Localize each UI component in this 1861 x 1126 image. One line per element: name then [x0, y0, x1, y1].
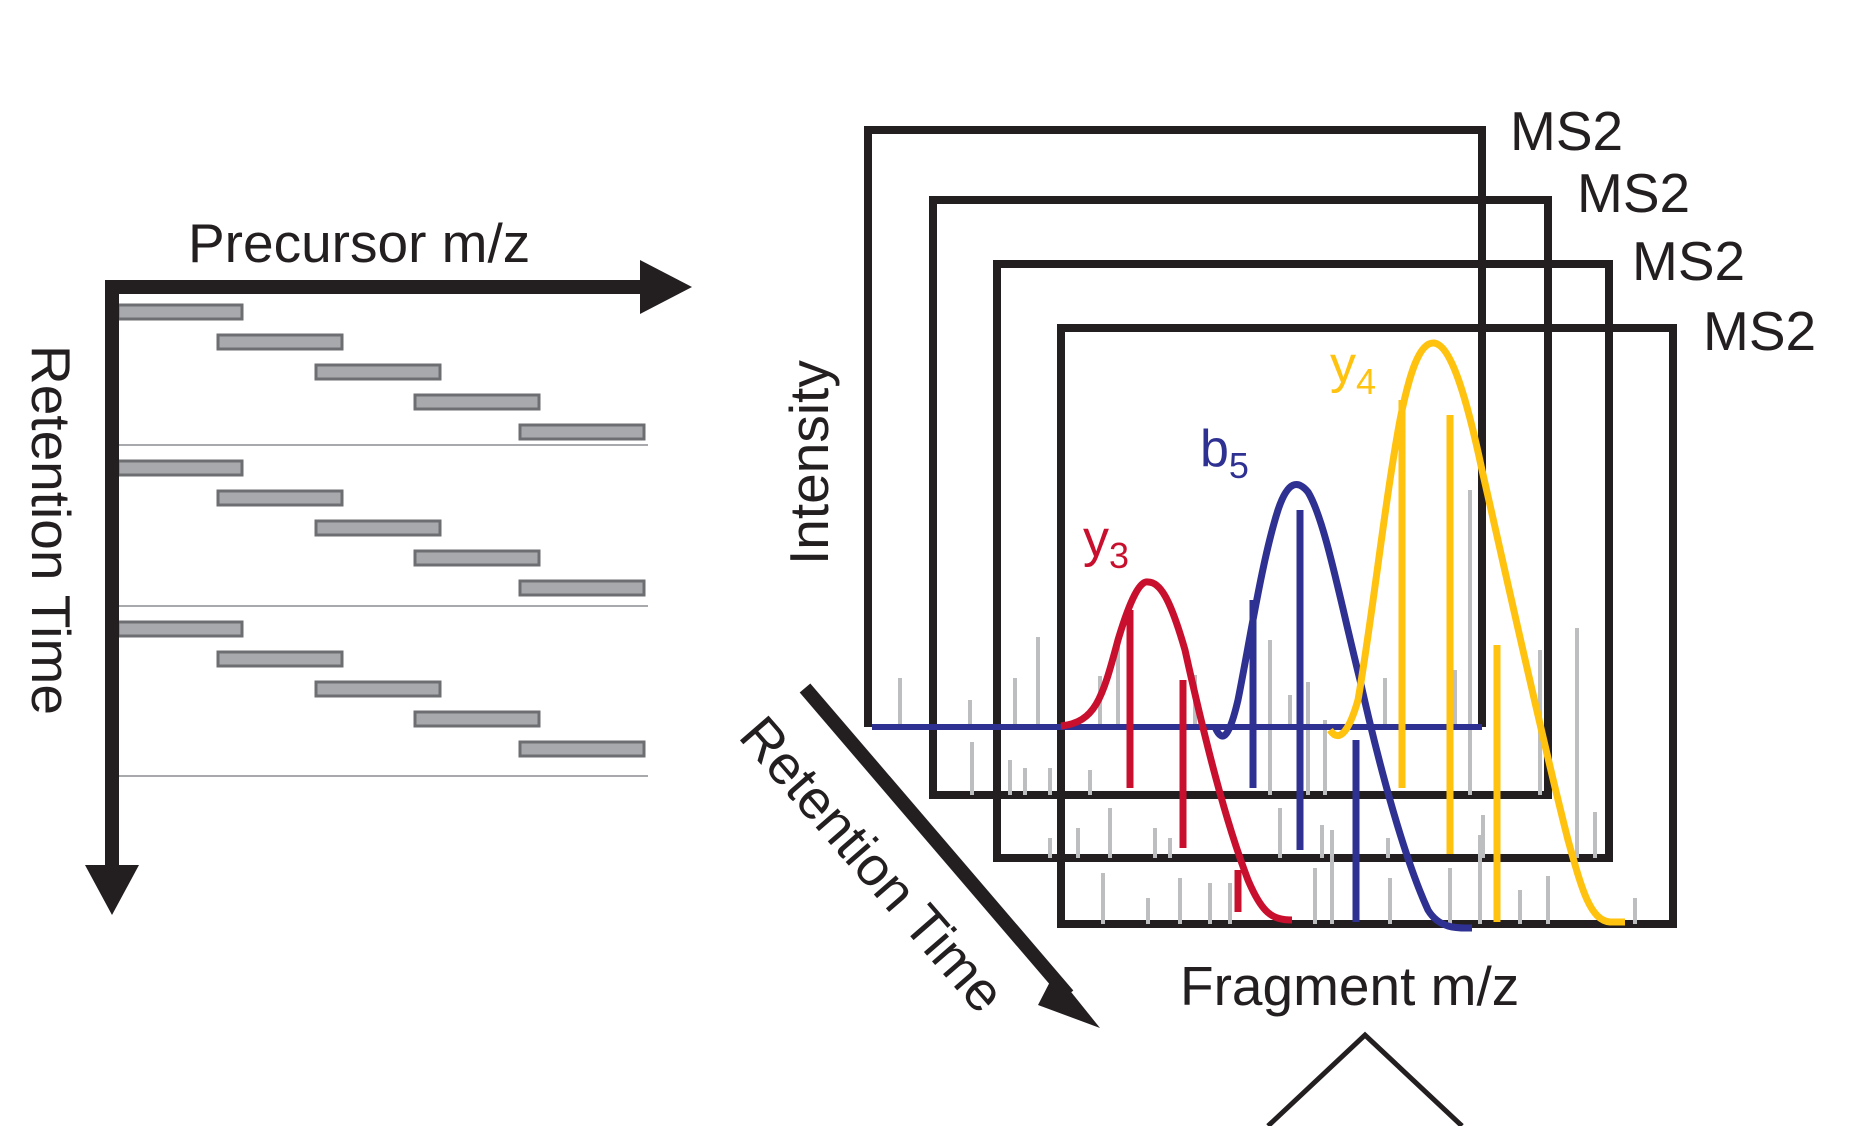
y3-elution-profile [1060, 578, 1293, 924]
ms2-label: MS2 [1703, 300, 1816, 362]
b5-elution-profile [1211, 481, 1473, 932]
precursor-axis-arrowhead [640, 260, 692, 314]
noise-peaks [898, 490, 1637, 924]
isolation-window [518, 423, 646, 441]
ms2-frame-4: MS2 [1057, 300, 1816, 928]
isolation-window [314, 680, 442, 698]
isolation-window [413, 393, 541, 411]
isolation-window [116, 620, 244, 638]
b5-ion-label: b5 [1200, 420, 1249, 486]
y4-ion-label: y4 [1330, 336, 1376, 402]
retention-time-diagonal-arrow [799, 683, 1074, 1000]
isolation-window [518, 579, 646, 597]
precursor-mz-label: Precursor m/z [188, 212, 530, 274]
isolation-windows [116, 303, 646, 758]
cycle-separators [112, 444, 648, 777]
isolation-window [413, 549, 541, 567]
b5-peak-curve [1211, 481, 1473, 932]
isolation-window [216, 333, 344, 351]
isolation-window [314, 363, 442, 381]
retention-axis-arrowhead [85, 865, 139, 915]
retention-time-label-left: Retention Time [20, 345, 82, 715]
retention-time-diagonal-arrowhead [1038, 972, 1100, 1028]
ms2-label: MS2 [1510, 100, 1623, 162]
isolation-window-panel: Precursor m/z Retention Time [20, 212, 692, 915]
isolation-window [116, 303, 244, 321]
isolation-window [314, 519, 442, 537]
isolation-window [518, 740, 646, 758]
y4-peak-curve [1327, 339, 1625, 926]
ms2-label: MS2 [1632, 230, 1745, 292]
intensity-label: Intensity [778, 360, 840, 565]
ms2-frame-3: MS2 [993, 230, 1745, 862]
ms2-label: MS2 [1577, 162, 1690, 224]
fragment-mz-label: Fragment m/z [1180, 955, 1519, 1017]
isolation-window [413, 710, 541, 728]
isolation-window [216, 650, 344, 668]
y3-ion-label: y3 [1083, 510, 1129, 576]
y4-elution-profile [1327, 339, 1625, 926]
ms2-frame-1: MS2 [864, 100, 1623, 727]
ms2-spectra-panel: MS2 MS2 MS2 MS2 [728, 100, 1816, 1126]
ms2-frame-2: MS2 [929, 162, 1690, 799]
y3-peak-curve [1060, 578, 1293, 924]
isolation-window [216, 489, 344, 507]
bottom-triangle-outline [1266, 1031, 1464, 1126]
retention-time-label-diagonal: Retention Time [728, 704, 1017, 1024]
isolation-window [116, 459, 244, 477]
